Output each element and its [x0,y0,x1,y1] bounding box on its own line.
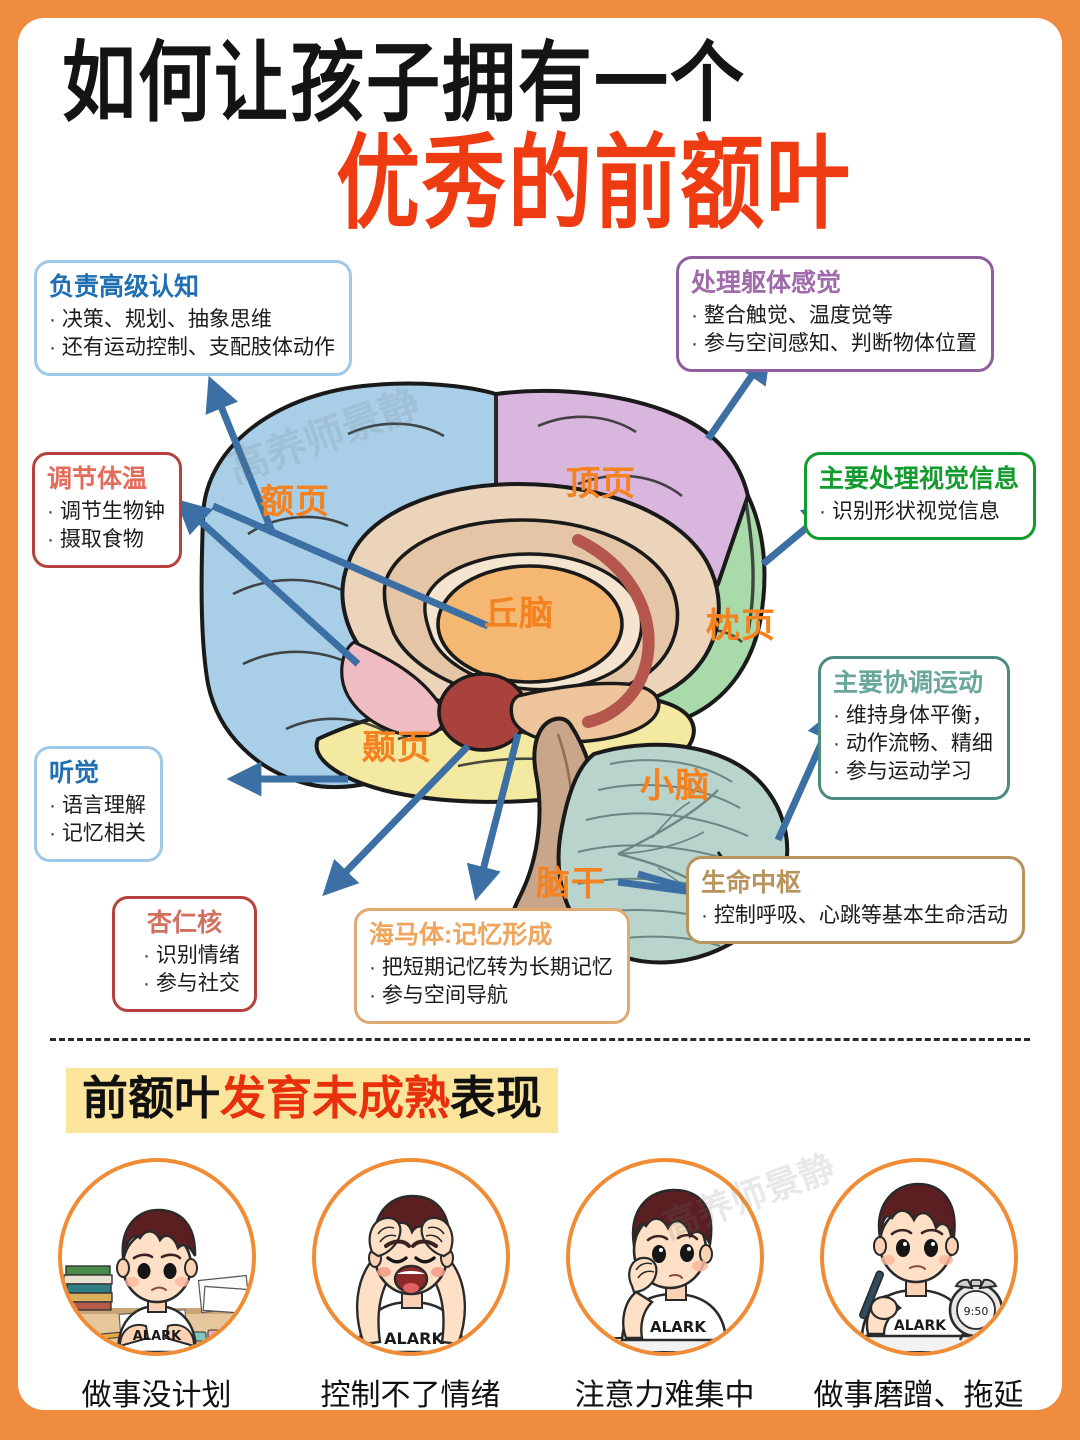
symptom-row: ALARK [18,1158,1062,1410]
arrow-thermoregulation [175,498,361,667]
callout-amygdala[interactable]: 杏仁核 识别情绪 参与社交 [112,896,257,1012]
callout-title: 杏仁核 [147,909,223,937]
section-header-immature-prefrontal: 前额叶发育未成熟表现 [66,1068,558,1133]
leader-thalamus [211,502,490,630]
brain-label-temporal-lobe-fill: 颞页 [362,729,432,767]
title-line-2: 优秀的前额叶 [336,122,853,244]
callout-somatosensory[interactable]: 处理躯体感觉 整合触觉、温度觉等 参与空间感知、判断物体位置 [676,256,994,372]
svg-text:ALARK: ALARK [132,1329,181,1344]
brain-label-frontal-lobe-fill: 额页 [260,483,330,521]
clock-time-text: 9:50 [963,1305,988,1318]
brain-label-parietal-lobe: 顶页 [566,465,636,503]
symptom-card-no-focus[interactable]: ALARK [542,1158,787,1410]
symptom-illustration-no-plan: ALARK [57,1158,256,1356]
callout-item: 参与社交 [127,970,240,998]
symptom-caption: 做事没计划 [81,1378,232,1410]
callout-item: 语言理解 [49,792,146,820]
brain-label-frontal-lobe: 额页 [260,483,330,521]
callout-item: 动作流畅、精细 [833,730,993,758]
arrow-higher-cognition [205,375,277,536]
section-header-part1: 前额叶 [82,1071,220,1125]
callout-item: 识别形状视觉信息 [819,498,1019,526]
brain-label-occipital-lobe: 枕页 [706,607,776,645]
brain-label-thalamus-fill: 丘脑 [484,595,554,633]
callout-item: 识别情绪 [127,942,240,970]
callout-item: 维持身体平衡， [833,702,993,730]
callout-thermoregulation[interactable]: 调节体温 调节生物钟 摄取食物 [32,452,182,568]
brain-label-temporal-lobe: 颞页 [362,729,432,767]
callout-title: 海马体:记忆形成 [369,921,553,949]
callout-title: 负责高级认知 [49,273,200,301]
svg-text:ALARK: ALARK [893,1318,946,1334]
callout-item: 把短期记忆转为长期记忆 [369,954,613,982]
callout-life-center[interactable]: 生命中枢 控制呼吸、心跳等基本生命活动 [686,856,1025,944]
brain-label-cerebellum-fill: 小脑 [640,767,710,805]
callout-item: 决策、规划、抽象思维 [49,306,335,334]
arrow-amygdala [322,743,471,897]
poster-title: 如何让孩子拥有一个 优秀的前额叶 [18,34,1062,234]
corpus-callosum-group [340,481,721,721]
callout-item: 摄取食物 [47,526,165,554]
callout-item: 调节生物钟 [47,498,165,526]
svg-text:ALARK: ALARK [650,1318,707,1336]
callout-hearing[interactable]: 听觉 语言理解 记忆相关 [34,746,163,862]
arrow-hippocampus [466,733,522,901]
callout-item: 还有运动控制、支配肢体动作 [49,334,335,362]
callout-title: 生命中枢 [701,869,802,897]
section-header-part3: 表现 [450,1071,542,1125]
symptom-caption: 控制不了情绪 [320,1378,501,1410]
poster-card: 如何让孩子拥有一个 优秀的前额叶 [18,18,1062,1410]
callout-title: 调节体温 [47,465,148,493]
brain-label-parietal-lobe-fill: 顶页 [566,465,636,503]
section-header-part2: 发育未成熟 [220,1071,450,1125]
brain-label-cerebellum: 小脑 [640,767,710,805]
callout-visual-processing[interactable]: 主要处理视觉信息 识别形状视觉信息 [804,452,1037,540]
callout-title: 听觉 [49,759,100,787]
brain-label-occipital-lobe-fill: 枕页 [706,607,776,645]
callout-item: 控制呼吸、心跳等基本生命活动 [701,902,1008,930]
brain-label-thalamus: 丘脑 [484,595,554,633]
arrow-somatosensory [705,347,772,441]
callout-title: 主要处理视觉信息 [819,465,1020,493]
brain-diagram: 高养师景静 额页 额页 顶页 顶页 丘脑 丘脑 枕页 枕页 颞页 颞页 小脑 小… [18,234,1062,1034]
symptom-card-no-emotion[interactable]: ALARK [288,1158,533,1410]
title-line-1: 如何让孩子拥有一个 [62,32,746,135]
callout-item: 参与运动学习 [833,758,993,786]
symptom-caption: 注意力难集中 [574,1378,755,1410]
symptom-caption: 做事磨蹭、拖延 [813,1378,1024,1410]
symptom-illustration-procrastinate: ALARK [819,1158,1018,1356]
callout-motor-coordination[interactable]: 主要协调运动 维持身体平衡， 动作流畅、精细 参与运动学习 [818,656,1010,800]
thalamus-region [436,564,624,684]
connector-arrows [175,347,840,907]
callout-title: 处理躯体感觉 [691,269,842,297]
callout-item: 记忆相关 [49,820,146,848]
brain-label-brainstem-fill: 脑干 [536,865,606,903]
callout-hippocampus[interactable]: 海马体:记忆形成 把短期记忆转为长期记忆 参与空间导航 [354,908,630,1024]
callout-item: 参与空间感知、判断物体位置 [691,330,977,358]
section-divider [50,1038,1030,1041]
svg-text:ALARK: ALARK [384,1329,444,1348]
symptom-illustration-no-focus: ALARK [565,1158,764,1356]
brain-label-brainstem: 脑干 [536,865,606,903]
hypothalamus-region [340,640,445,738]
callout-higher-cognition[interactable]: 负责高级认知 决策、规划、抽象思维 还有运动控制、支配肢体动作 [34,260,352,376]
callout-item: 整合触觉、温度觉等 [691,302,977,330]
symptom-card-procrastinate[interactable]: ALARK [796,1158,1041,1410]
symptom-illustration-no-emotion: ALARK [311,1158,510,1356]
callout-item: 参与空间导航 [369,982,613,1010]
symptom-card-no-plan[interactable]: ALARK [34,1158,279,1410]
callout-title: 主要协调运动 [833,669,984,697]
